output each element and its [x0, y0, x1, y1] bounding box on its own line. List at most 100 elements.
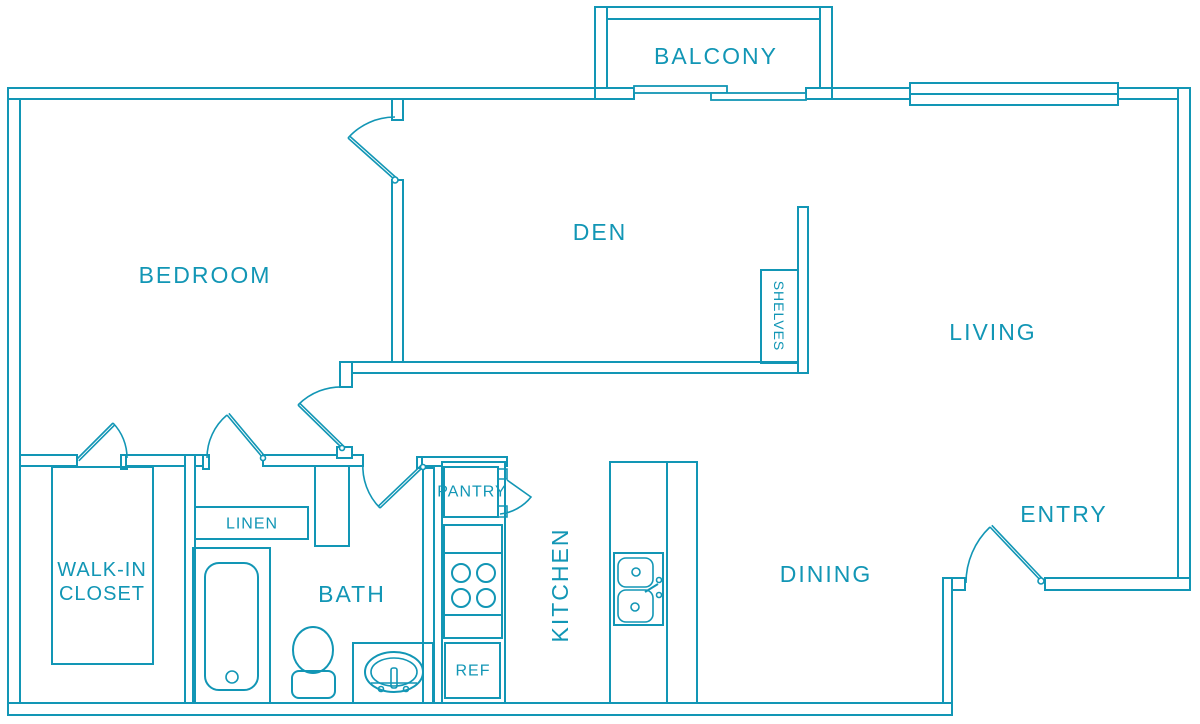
wall-segment: [797, 206, 809, 374]
wall-segment: [391, 179, 404, 366]
linen-shelf-box: [194, 506, 309, 540]
toilet: [291, 626, 336, 699]
tub-enclosure: [192, 547, 271, 704]
vanity-counter: [352, 642, 434, 704]
entry-door: [965, 524, 1046, 585]
sink-drain: [630, 602, 640, 612]
burner: [451, 563, 471, 583]
sink-faucet: [644, 583, 659, 593]
shelves-box: [760, 269, 799, 364]
bathtub: [192, 547, 271, 704]
door-swing-arc: [112, 422, 128, 459]
window: [909, 82, 1119, 106]
sink-drain: [631, 567, 641, 577]
feature-label-ref: REF: [456, 663, 491, 680]
kitchen-island: [609, 461, 698, 704]
vanity-sink: [352, 642, 434, 704]
room-label-kitchen: KITCHEN: [547, 528, 573, 643]
wall-segment: [19, 454, 78, 467]
room-label-dining: DINING: [780, 561, 873, 587]
room-label-balcony: BALCONY: [654, 43, 778, 69]
room-label-walk-in-closet-line1: WALK-IN: [57, 559, 147, 581]
door-leaf: [76, 422, 116, 462]
door-hinge: [391, 176, 399, 184]
pantry-door: [497, 468, 533, 518]
faucet-handle: [655, 576, 663, 584]
room-label-den: DEN: [573, 219, 628, 245]
wall-segment: [831, 87, 911, 100]
stove-burners: [443, 552, 503, 616]
balcony-structure: [594, 6, 833, 101]
door-leaf: [226, 412, 266, 459]
sliding-glass-door-panel: [633, 85, 728, 94]
balcony-wall: [594, 6, 608, 94]
room-label-walk-in-closet-line2: CLOSET: [59, 583, 145, 605]
burner: [476, 588, 496, 608]
sink-basin: [617, 589, 654, 623]
wall-segment: [184, 454, 196, 704]
wall-segment: [339, 361, 353, 388]
door-hinge: [259, 454, 267, 462]
wall-segment: [1044, 577, 1191, 591]
burner: [451, 588, 471, 608]
door-hinge: [338, 444, 346, 452]
refrigerator-box: [444, 642, 501, 699]
door-swing-arc: [297, 386, 346, 406]
feature-label-linen: LINEN: [226, 516, 278, 533]
double-basin-kitchen-sink: [613, 552, 664, 626]
sliding-glass-door-panel: [710, 92, 807, 101]
faucet-handle: [655, 591, 663, 599]
balcony-wall: [819, 6, 833, 94]
toilet-tank: [291, 670, 336, 699]
island-counter: [609, 461, 698, 704]
room-label-bath: BATH: [318, 581, 386, 607]
bath-door: [362, 461, 427, 509]
door-swing-arc: [347, 116, 396, 139]
wall-segment: [314, 465, 350, 547]
sink-handle: [377, 685, 385, 693]
wall-segment: [391, 98, 404, 121]
sink-basin: [617, 557, 654, 588]
wall-segment: [805, 87, 833, 100]
burner: [476, 563, 496, 583]
toilet-bowl: [292, 626, 334, 674]
door-leaf: [989, 524, 1046, 584]
wall-segment: [7, 87, 21, 716]
door-leaf: [347, 135, 398, 181]
door-swing-arc: [206, 414, 228, 459]
sink-handle: [402, 685, 410, 693]
room-label-entry: ENTRY: [1020, 501, 1108, 527]
door-hinge: [419, 463, 427, 471]
door-jamb: [202, 454, 210, 470]
wall-segment: [7, 702, 953, 716]
wall-segment: [7, 87, 596, 100]
tub-drain: [225, 670, 239, 684]
tub: [204, 562, 259, 691]
pantry-box: [443, 466, 499, 518]
sink-basin-inner: [370, 657, 418, 687]
balcony-wall: [594, 6, 833, 20]
walk-in-closet-door: [76, 422, 128, 462]
hall-door: [297, 386, 346, 452]
door-leaf: [377, 464, 424, 509]
door-swing-arc: [965, 526, 991, 584]
feature-label-pantry: PANTRY: [437, 484, 506, 501]
kitchen-counter-run: [441, 461, 506, 704]
wall-segment: [594, 87, 635, 100]
wall-segment: [1177, 87, 1191, 591]
wall-segment: [942, 577, 953, 716]
bedroom-hall-door: [206, 412, 267, 462]
counter-segment: [443, 614, 503, 639]
bedroom-den-door: [347, 116, 399, 184]
door-hinge: [1037, 577, 1045, 585]
door-swing-arc: [362, 461, 381, 509]
sink-basin-outer: [364, 651, 424, 693]
door-leaf: [297, 402, 345, 449]
closet-organizer: [51, 466, 154, 665]
sink-box: [613, 552, 664, 626]
room-label-living: LIVING: [949, 319, 1036, 345]
kitchen-column: [441, 461, 533, 704]
sink-faucet: [390, 667, 398, 689]
room-label-bedroom: BEDROOM: [139, 262, 272, 288]
